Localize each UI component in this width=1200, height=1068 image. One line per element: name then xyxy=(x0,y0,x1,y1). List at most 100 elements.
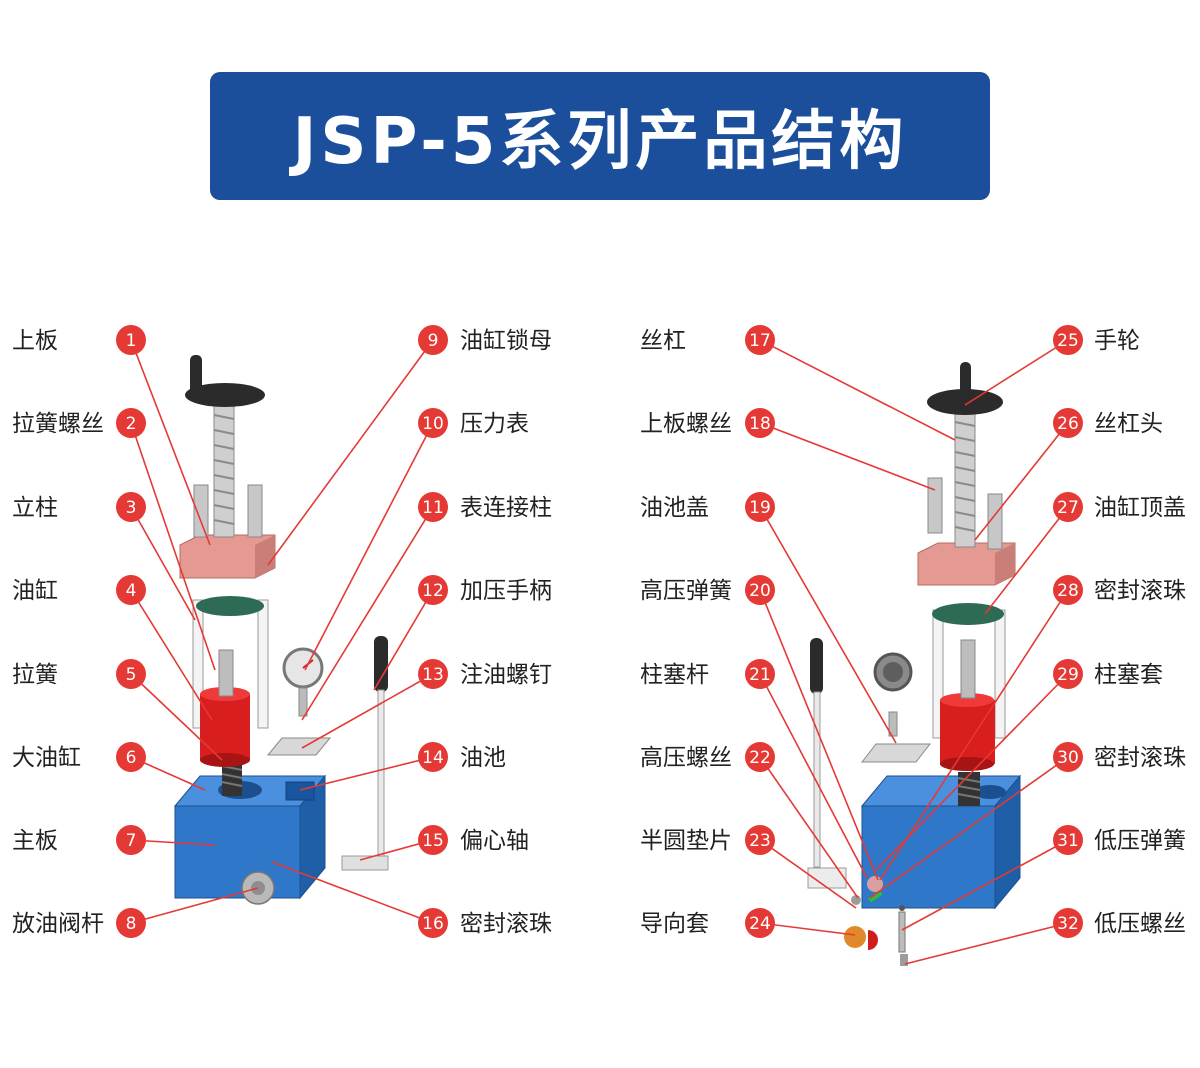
leader-line-1 xyxy=(130,339,211,546)
badge-number-2: 2 xyxy=(126,414,137,434)
badge-number-4: 4 xyxy=(126,581,137,601)
leader-line-27 xyxy=(984,506,1069,615)
part-label-28: 密封滚珠 xyxy=(1094,578,1186,604)
part-label-31: 低压弹簧 xyxy=(1094,828,1186,854)
right-small-parts xyxy=(844,876,908,966)
badge-number-17: 17 xyxy=(749,331,771,351)
part-label-1: 上板 xyxy=(12,328,58,354)
part-label-21: 柱塞杆 xyxy=(640,662,709,688)
part-label-9: 油缸锁母 xyxy=(460,328,552,354)
left-plunger xyxy=(218,649,234,697)
badge-23: 23 xyxy=(745,825,775,855)
left-upper-plate xyxy=(179,534,276,579)
page-title: JSP-5系列产品结构 xyxy=(292,105,908,179)
part-label-26: 丝杠头 xyxy=(1094,411,1163,437)
badge-circle-2 xyxy=(116,408,146,438)
badge-circle-12 xyxy=(418,575,448,605)
badge-circle-4 xyxy=(116,575,146,605)
badge-28: 28 xyxy=(1053,575,1083,605)
badge-27: 27 xyxy=(1053,492,1083,522)
badge-circle-1 xyxy=(116,325,146,355)
leader-line-13 xyxy=(301,673,434,749)
part-label-11: 表连接柱 xyxy=(460,495,552,521)
badge-17: 17 xyxy=(745,325,775,355)
badge-circle-29 xyxy=(1053,659,1083,689)
part-label-12: 加压手柄 xyxy=(460,578,552,604)
badge-3: 3 xyxy=(116,492,146,522)
leader-line-31 xyxy=(901,839,1069,931)
right-upper-plate xyxy=(917,542,1016,586)
leader-line-26 xyxy=(974,422,1069,541)
part-label-27: 油缸顶盖 xyxy=(1094,495,1186,521)
badge-number-30: 30 xyxy=(1057,748,1079,768)
left-main-block xyxy=(173,774,327,900)
part-label-6: 大油缸 xyxy=(12,745,81,771)
leader-line-28 xyxy=(879,589,1069,881)
badge-number-26: 26 xyxy=(1057,414,1079,434)
badge-circle-10 xyxy=(418,408,448,438)
badge-circle-8 xyxy=(116,908,146,938)
leader-line-24 xyxy=(759,922,856,936)
badge-26: 26 xyxy=(1053,408,1083,438)
leader-line-14 xyxy=(299,756,434,791)
part-label-18: 上板螺丝 xyxy=(640,411,732,437)
badge-number-27: 27 xyxy=(1057,498,1079,518)
badge-circle-11 xyxy=(418,492,448,522)
badge-29: 29 xyxy=(1053,659,1083,689)
left-bolt-right xyxy=(247,484,263,538)
badge-9: 9 xyxy=(418,325,448,355)
left-assembly xyxy=(173,355,389,905)
leader-line-12 xyxy=(373,589,434,691)
part-labels: 上板拉簧螺丝立柱油缸拉簧大油缸主板放油阀杆油缸锁母压力表表连接柱加压手柄注油螺钉… xyxy=(12,328,1186,937)
part-label-17: 丝杠 xyxy=(640,328,686,354)
badge-number-22: 22 xyxy=(749,748,771,768)
badge-19: 19 xyxy=(745,492,775,522)
badge-circle-25 xyxy=(1053,325,1083,355)
badge-11: 11 xyxy=(418,492,448,522)
badge-number-24: 24 xyxy=(749,914,771,934)
right-spring xyxy=(957,772,981,806)
badge-30: 30 xyxy=(1053,742,1083,772)
part-label-2: 拉簧螺丝 xyxy=(12,411,104,437)
title-banner: JSP-5系列产品结构 xyxy=(210,72,990,200)
badge-circle-22 xyxy=(745,742,775,772)
part-label-16: 密封滚珠 xyxy=(460,911,552,937)
leader-line-21 xyxy=(759,673,868,879)
badge-number-12: 12 xyxy=(422,581,444,601)
part-label-24: 导向套 xyxy=(640,911,709,937)
left-oil-pool-cover xyxy=(266,737,332,756)
badge-circle-21 xyxy=(745,659,775,689)
badge-2: 2 xyxy=(116,408,146,438)
leader-line-25 xyxy=(964,339,1069,406)
badge-circle-26 xyxy=(1053,408,1083,438)
badge-number-23: 23 xyxy=(749,831,771,851)
badge-number-11: 11 xyxy=(422,498,444,518)
part-label-15: 偏心轴 xyxy=(460,828,529,854)
left-pressure-gauge xyxy=(282,647,324,717)
left-post-right xyxy=(257,599,269,729)
number-badges: 1234567891011121314151617181920212223242… xyxy=(116,325,1083,938)
leader-line-17 xyxy=(759,339,956,441)
badge-number-10: 10 xyxy=(422,414,444,434)
badge-circle-7 xyxy=(116,825,146,855)
badge-number-21: 21 xyxy=(749,665,771,685)
left-pressure-handle xyxy=(341,636,389,871)
part-label-32: 低压螺丝 xyxy=(1094,911,1186,937)
badge-circle-30 xyxy=(1053,742,1083,772)
badge-21: 21 xyxy=(745,659,775,689)
left-screw-rod xyxy=(213,404,235,538)
badge-circle-20 xyxy=(745,575,775,605)
leader-line-4 xyxy=(130,589,213,721)
part-label-25: 手轮 xyxy=(1094,328,1140,354)
badge-number-13: 13 xyxy=(422,665,444,685)
leader-line-8 xyxy=(130,887,259,924)
right-main-block xyxy=(860,774,1022,910)
badge-circle-3 xyxy=(116,492,146,522)
badge-number-9: 9 xyxy=(428,331,439,351)
part-label-4: 油缸 xyxy=(12,578,58,604)
leader-line-19 xyxy=(759,506,897,744)
badge-circle-15 xyxy=(418,825,448,855)
left-post-left xyxy=(192,599,204,729)
right-red-cylinder xyxy=(940,693,995,771)
